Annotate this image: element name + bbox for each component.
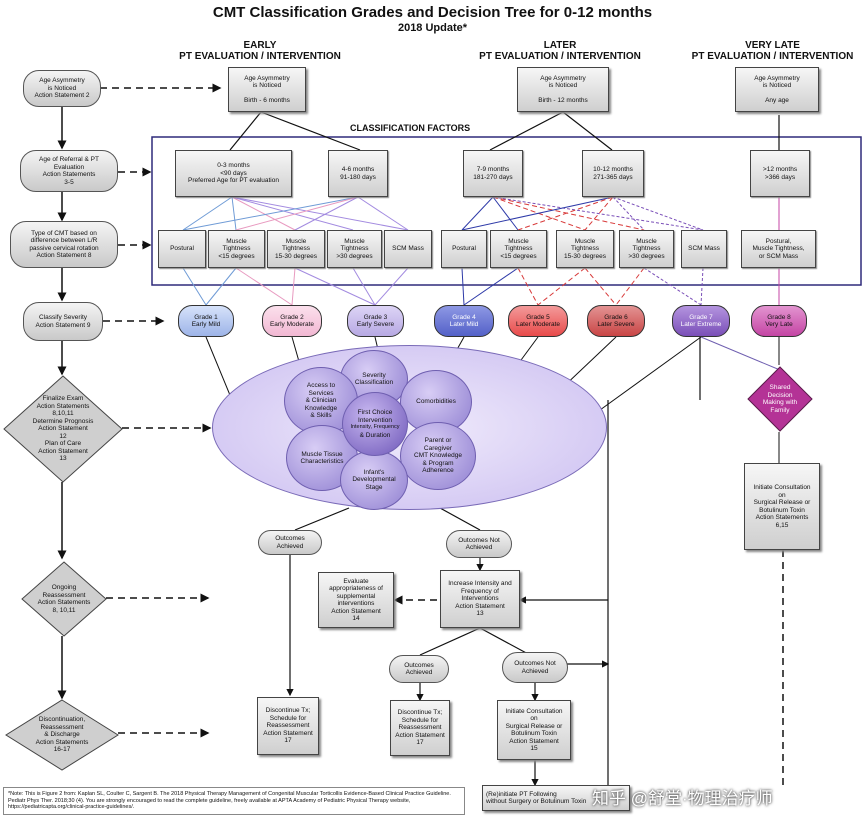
diagram-title: CMT Classification Grades and Decision T… [212,4,653,21]
type-postural-early: Postural [158,230,206,268]
step-finalize-exam-diamond [3,375,123,483]
shared-decision-diamond [747,366,813,432]
type-scm-mass-later: SCM Mass [681,230,727,268]
type-scm-mass-early: SCM Mass [384,230,432,268]
step-discontinuation-diamond [5,699,119,771]
type-postural-later: Postural [441,230,487,268]
step-ongoing-reassessment-diamond [21,561,107,637]
type-very-late: Postural,Muscle Tightness,or SCM Mass [741,230,816,268]
classification-factors-label: CLASSIFICATION FACTORS [350,123,471,133]
age-group-over-12: >12 months>366 days [750,150,810,197]
footnote: *Note: This is Figure 2 from: Kaplan SL,… [3,787,465,815]
watermark: 知乎 @舒堂·物理治疗师 [592,789,773,808]
diagram-subtitle: 2018 Update* [397,22,468,34]
plan-of-care-ellipse [212,345,607,510]
